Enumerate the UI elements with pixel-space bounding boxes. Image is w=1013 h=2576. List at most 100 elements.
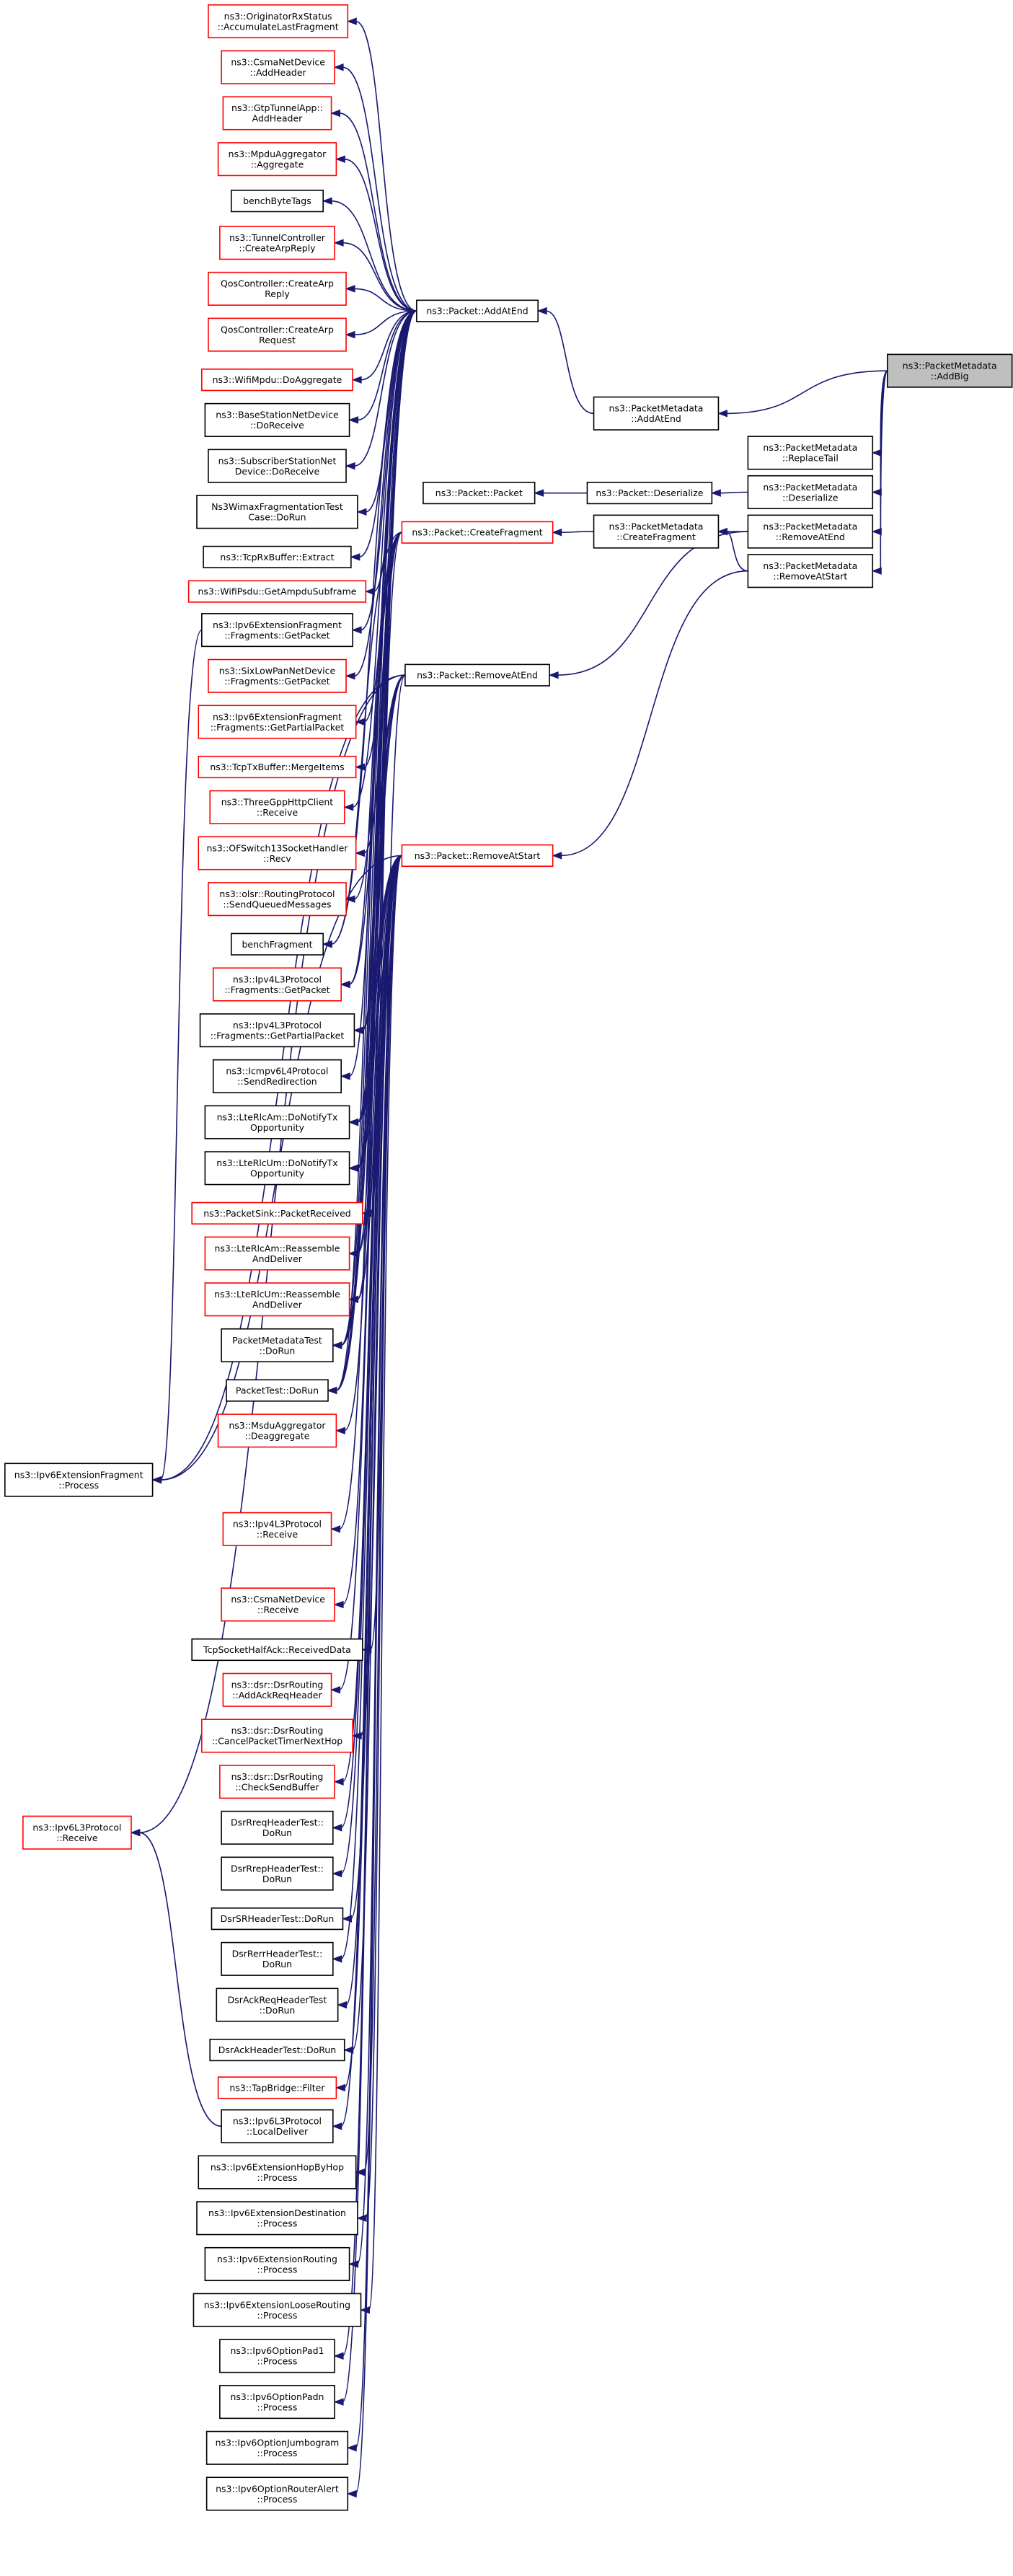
node-n-ip4l3-partial[interactable]: ns3::Ipv4L3Protocol::Fragments::GetParti…	[199, 1013, 355, 1048]
node-label: ns3::CsmaNetDevice	[231, 57, 325, 68]
node-n-dsr-cancel[interactable]: ns3::dsr::DsrRouting::CancelPacketTimerN…	[201, 1719, 353, 1753]
node-box	[209, 2039, 345, 2062]
node-n-ip4l3-get[interactable]: ns3::Ipv4L3Protocol::Fragments::GetPacke…	[212, 967, 342, 1002]
node-n-bs[interactable]: ns3::BaseStationNetDevice::DoReceive	[204, 402, 350, 437]
node-n-csma-add[interactable]: ns3::CsmaNetDevice::AddHeader	[221, 50, 335, 84]
node-box	[191, 1201, 363, 1225]
node-n-sink[interactable]: ns3::PacketSink::PacketReceived	[191, 1201, 363, 1225]
node-label: DsrAckReqHeaderTest	[228, 1994, 327, 2005]
node-n-icmpv6[interactable]: ns3::Icmpv6L4Protocol::SendRedirection	[212, 1059, 342, 1093]
node-label: ::Receive	[257, 1529, 298, 1540]
node-box	[219, 2385, 335, 2420]
node-label: ::Process	[257, 2401, 298, 2412]
node-n-dsrrrep[interactable]: DsrRrepHeaderTest::DoRun	[221, 1856, 334, 1891]
node-box	[208, 658, 347, 693]
node-n-ptest[interactable]: PacketTest::DoRun	[226, 1379, 329, 1402]
node-n-router[interactable]: ns3::Ipv6OptionRouterAlert::Process	[205, 2476, 349, 2511]
node-n-olsr[interactable]: ns3::olsr::RoutingProtocol::SendQueuedMe…	[208, 882, 347, 917]
node-p-removeatend[interactable]: ns3::Packet::RemoveAtEnd	[404, 663, 550, 687]
node-n-tcphalf[interactable]: TcpSocketHalfAck::ReceivedData	[191, 1638, 363, 1662]
node-box	[204, 1282, 350, 1317]
node-pm-removeatstart[interactable]: ns3::PacketMetadata::RemoveAtStart	[747, 554, 874, 588]
node-label: ns3::PacketMetadata	[903, 360, 997, 371]
node-n-dsrsr[interactable]: DsrSRHeaderTest::DoRun	[211, 1907, 344, 1931]
node-n-benchbyte[interactable]: benchByteTags	[230, 190, 324, 213]
node-n-qos-reply[interactable]: QosController::CreateArpReply	[208, 271, 347, 306]
node-n-csma-recv[interactable]: ns3::CsmaNetDevice::Receive	[221, 1587, 335, 1622]
node-n-ip4l3-recv[interactable]: ns3::Ipv4L3Protocol::Receive	[222, 1512, 332, 1546]
node-box	[219, 226, 335, 260]
node-n-loose[interactable]: ns3::Ipv6ExtensionLooseRouting::Process	[193, 2293, 362, 2327]
node-p-removeatstart[interactable]: ns3::Packet::RemoveAtStart	[401, 844, 554, 868]
node-n-pad1[interactable]: ns3::Ipv6OptionPad1::Process	[219, 2339, 335, 2373]
node-label: ns3::MpduAggregator	[229, 149, 327, 159]
node-p-packet[interactable]: ns3::Packet::Packet	[423, 482, 536, 505]
node-pm-addatend[interactable]: ns3::PacketMetadata::AddAtEnd	[593, 396, 720, 431]
node-n-dsr-ack[interactable]: ns3::dsr::DsrRouting::AddAckReqHeader	[222, 1672, 332, 1707]
node-n-ip6frag-get[interactable]: ns3::Ipv6ExtensionFragment::Fragments::G…	[201, 613, 353, 648]
node-box	[199, 1013, 355, 1048]
node-pm-removeatend[interactable]: ns3::PacketMetadata::RemoveAtEnd	[747, 514, 874, 549]
node-n-tcptx[interactable]: ns3::TcpTxBuffer::MergeItems	[198, 755, 357, 779]
node-pm-createfragment[interactable]: ns3::PacketMetadata::CreateFragment	[593, 514, 720, 549]
node-n-routing[interactable]: ns3::Ipv6ExtensionRouting::Process	[204, 2246, 350, 2282]
node-n-tcprx[interactable]: ns3::TcpRxBuffer::Extract	[203, 545, 352, 568]
node-box	[747, 475, 874, 510]
node-p-createfragment[interactable]: ns3::Packet::CreateFragment	[401, 521, 554, 544]
node-n-mpdu[interactable]: ns3::MpduAggregator::Aggregate	[217, 142, 337, 177]
node-n-ip6frag-partial[interactable]: ns3::Ipv6ExtensionFragment::Fragments::G…	[198, 705, 357, 739]
node-n-ip6frag-proc[interactable]: ns3::Ipv6ExtensionFragment::Process	[4, 1463, 154, 1497]
node-box	[401, 844, 554, 868]
node-n-wifimpdu[interactable]: ns3::WifiMpdu::DoAggregate	[201, 369, 353, 392]
node-label: DsrRreqHeaderTest::	[231, 1817, 324, 1828]
node-n-benchfrag[interactable]: benchFragment	[230, 932, 324, 956]
node-n-dest[interactable]: ns3::Ipv6ExtensionDestination::Process	[196, 2201, 358, 2236]
node-p-addatend[interactable]: ns3::Packet::AddAtEnd	[416, 299, 539, 322]
node-label: ns3::Ipv6ExtensionFragment	[213, 711, 342, 722]
node-n-orig[interactable]: ns3::OriginatorRxStatus::AccumulateLastF…	[208, 4, 349, 39]
node-label: ns3::LteRlcAm::DoNotifyTx	[217, 1111, 338, 1122]
edge-p-deserialize-to-pm-deserialize	[710, 489, 748, 497]
node-label: Opportunity	[250, 1168, 305, 1179]
node-n-msdu[interactable]: ns3::MsduAggregator::Deaggregate	[217, 1413, 337, 1448]
node-n-wifipsdu[interactable]: ns3::WifiPsdu::GetAmpduSubframe	[187, 580, 367, 603]
node-n-dsrrreq[interactable]: DsrRreqHeaderTest::DoRun	[221, 1810, 334, 1845]
node-label: ns3::Ipv6ExtensionHopByHop	[211, 2161, 344, 2172]
node-label: DoRun	[262, 1874, 292, 1884]
node-label: ::AddAckReqHeader	[232, 1690, 322, 1701]
node-label: ns3::Ipv6OptionPadn	[230, 2391, 324, 2402]
node-root[interactable]: ns3::PacketMetadata::AddBig	[886, 353, 1013, 388]
node-pm-deserialize[interactable]: ns3::PacketMetadata::Deserialize	[747, 475, 874, 510]
node-n-dsrackreq[interactable]: DsrAckReqHeaderTest::DoRun	[216, 1988, 339, 2022]
node-n-ofswitch[interactable]: ns3::OFSwitch13SocketHandler::Recv	[198, 836, 357, 870]
node-n-sixlow[interactable]: ns3::SixLowPanNetDevice::Fragments::GetP…	[208, 658, 347, 693]
node-n-padn[interactable]: ns3::Ipv6OptionPadn::Process	[219, 2385, 335, 2420]
node-n-hopbyhop[interactable]: ns3::Ipv6ExtensionHopByHop::Process	[198, 2155, 357, 2189]
node-n-pmtest[interactable]: PacketMetadataTest::DoRun	[221, 1328, 334, 1363]
node-n-tap[interactable]: ns3::TapBridge::Filter	[217, 2076, 337, 2099]
node-n-jumbo[interactable]: ns3::Ipv6OptionJumbogram::Process	[205, 2430, 349, 2465]
node-n-dsrackhdr[interactable]: DsrAckHeaderTest::DoRun	[209, 2039, 345, 2062]
node-n-gtp[interactable]: ns3::GtpTunnelApp::AddHeader	[222, 96, 332, 131]
node-n-dsr-check[interactable]: ns3::dsr::DsrRouting::CheckSendBuffer	[219, 1765, 335, 1799]
node-n-ss[interactable]: ns3::SubscriberStationNetDevice::DoRecei…	[208, 449, 347, 483]
node-label: DoRun	[262, 1827, 292, 1838]
node-n-ip6l3-recv[interactable]: ns3::Ipv6L3Protocol::Receive	[22, 1815, 132, 1850]
node-p-deserialize[interactable]: ns3::Packet::Deserialize	[586, 482, 713, 505]
node-n-dsrrerr[interactable]: DsrRerrHeaderTest::DoRun	[221, 1941, 334, 1976]
node-pm-replacetail[interactable]: ns3::PacketMetadata::ReplaceTail	[747, 436, 874, 470]
node-n-ip6l3-local[interactable]: ns3::Ipv6L3Protocol::LocalDeliver	[221, 2109, 334, 2143]
node-box	[204, 402, 350, 437]
node-box	[4, 1463, 154, 1497]
edge-p-removeatstart-to-pm-removeatstart	[552, 570, 748, 860]
node-n-3gpp[interactable]: ns3::ThreeGppHttpClient::Receive	[209, 790, 345, 824]
node-box	[221, 1810, 334, 1845]
node-box	[586, 482, 713, 505]
node-n-tunnel[interactable]: ns3::TunnelController::CreateArpReply	[219, 226, 335, 260]
